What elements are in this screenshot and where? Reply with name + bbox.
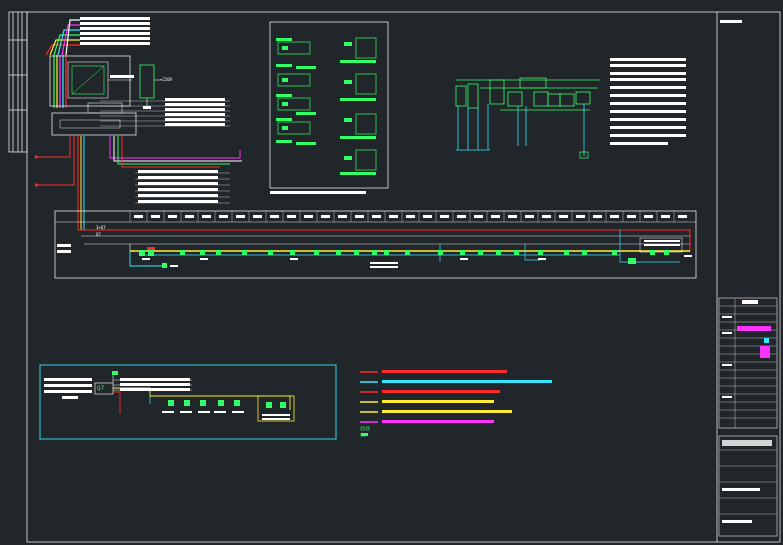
drawing-frame [8,11,781,543]
network-diagram [455,77,600,111]
bus-label-1: 3×Q7 [96,225,106,230]
legend-squares-label: □□ [360,432,365,437]
voltage-label: ~220V [160,77,173,82]
distribution-box-diagram [35,17,242,230]
detail-box [39,364,337,440]
single-line-diagram [54,210,697,279]
bus-label-2: Q7 [96,232,101,237]
wiring-legend [360,370,552,436]
network-labels [610,58,686,145]
title-block [718,20,778,537]
network-drops [456,104,585,156]
switch-legend-panel [269,21,389,194]
device-q7-label: Q7 [97,385,105,392]
